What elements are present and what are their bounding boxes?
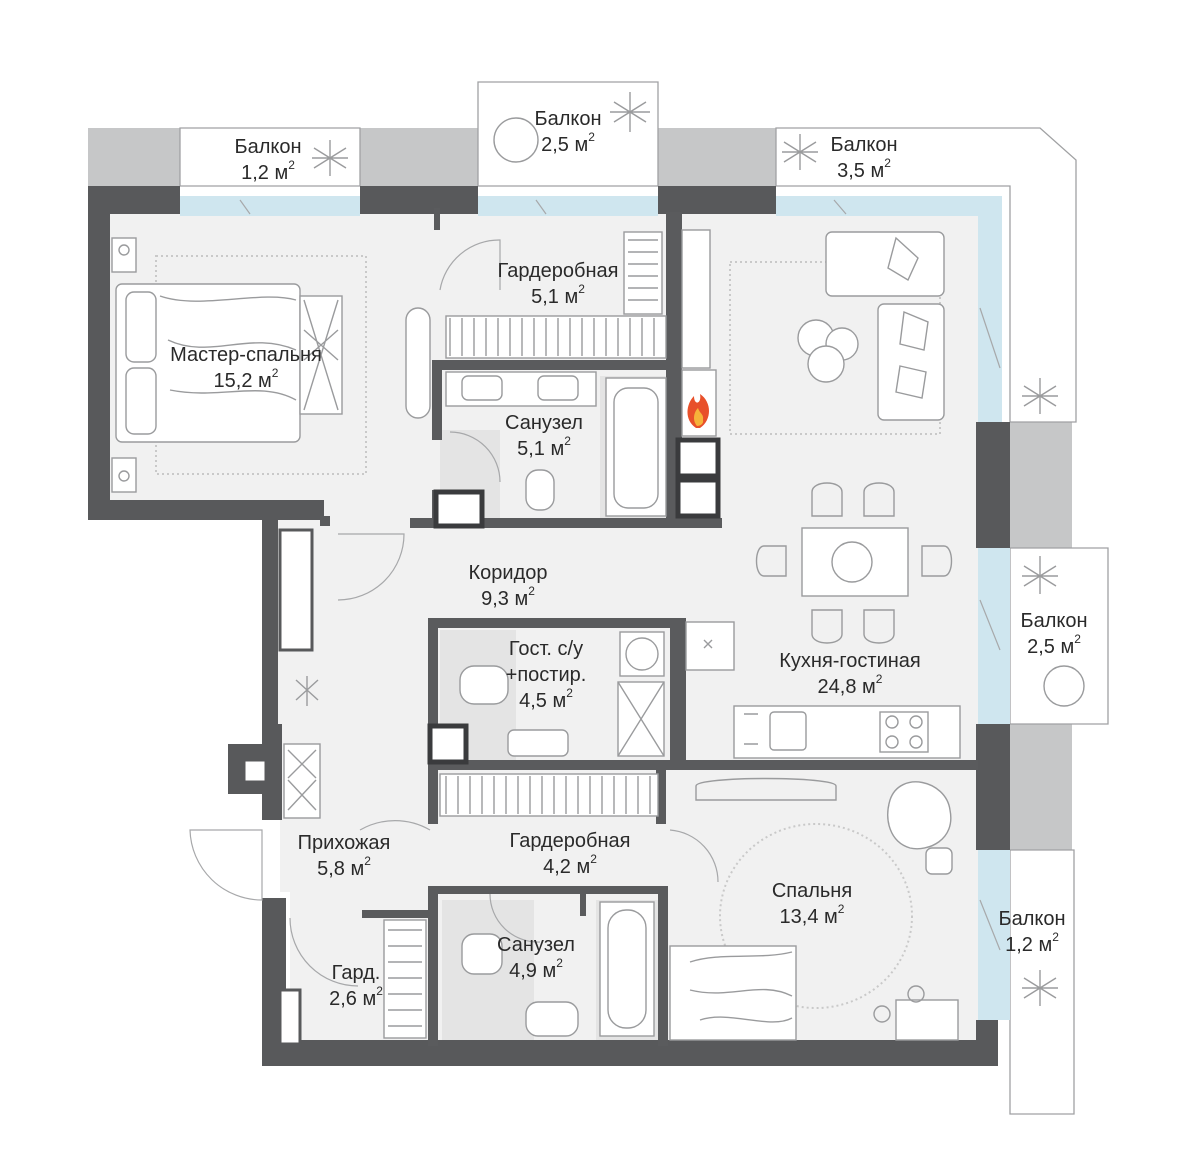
glazing (180, 196, 1010, 1020)
room-label-closet: Гард. 2,6 м2 (329, 962, 383, 1010)
room-label-guest-wc: Гост. с/у +постир. 4,5 м2 (505, 638, 587, 712)
fireplace-icon (681, 229, 717, 437)
armchair-icon (669, 777, 959, 1041)
room-label-balcony-2: Балкон 2,5 м2 (534, 108, 602, 156)
room-label-wardrobe-2: Гардеробная 4,2 м2 (509, 830, 631, 878)
room-label-balcony-4: Балкон 2,5 м2 (1020, 610, 1088, 658)
room-label-balcony-3: Балкон 3,5 м2 (830, 134, 898, 182)
room-label-master-bedroom: Мастер-спальня 15,2 м2 (170, 344, 322, 392)
interior-walls (320, 208, 978, 1046)
hallway-furniture (283, 676, 321, 819)
room-label-corridor: Коридор 9,3 м2 (468, 562, 548, 610)
toilet-icon (461, 901, 655, 1037)
room-label-kitchen-living: Кухня-гостиная 24,8 м2 (779, 650, 921, 698)
room-label-bedroom: Спальня 13,4 м2 (771, 880, 853, 928)
closet-rack (383, 919, 427, 1039)
room-label-bathroom-2: Санузел 4,9 м2 (497, 934, 575, 982)
room-label-wardrobe-1: Гардеробная 5,1 м2 (497, 260, 619, 308)
bed-icon (111, 237, 367, 493)
bathtub-icon (445, 371, 667, 517)
room-label-hallway: Прихожая 5,8 м2 (297, 832, 391, 880)
wardrobe-rack-2 (439, 773, 659, 817)
wardrobe-rack-1 (405, 231, 667, 419)
sofa-icon (729, 231, 945, 435)
room-label-bathroom-1: Санузел 5,1 м2 (505, 412, 583, 460)
exterior-blocks (88, 128, 1072, 850)
washing-machine-icon (459, 631, 665, 757)
plant-icon (312, 92, 1085, 1006)
exterior-walls (88, 186, 1010, 1066)
dining-table-icon (755, 482, 953, 644)
stove-icon (685, 621, 961, 759)
room-label-balcony-5: Балкон 1,2 м2 (998, 908, 1066, 956)
room-label-balcony-1: Балкон 1,2 м2 (234, 136, 302, 184)
doors (189, 199, 1001, 987)
